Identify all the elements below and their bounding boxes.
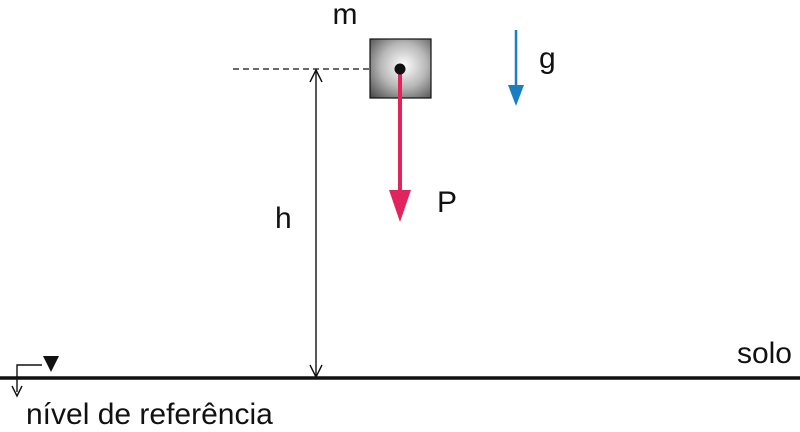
gravity-label: g xyxy=(539,42,556,75)
weight-label: P xyxy=(437,186,457,219)
height-arrow xyxy=(309,68,323,379)
ground-label: solo xyxy=(737,337,792,370)
mass-label: m xyxy=(333,0,358,31)
weight-arrow xyxy=(389,69,411,222)
height-label: h xyxy=(275,202,292,235)
gravity-arrow xyxy=(508,30,524,106)
center-of-mass-dot xyxy=(394,63,406,75)
reference-level-icon xyxy=(11,356,59,398)
reference-level-label: nível de referência xyxy=(26,398,273,431)
